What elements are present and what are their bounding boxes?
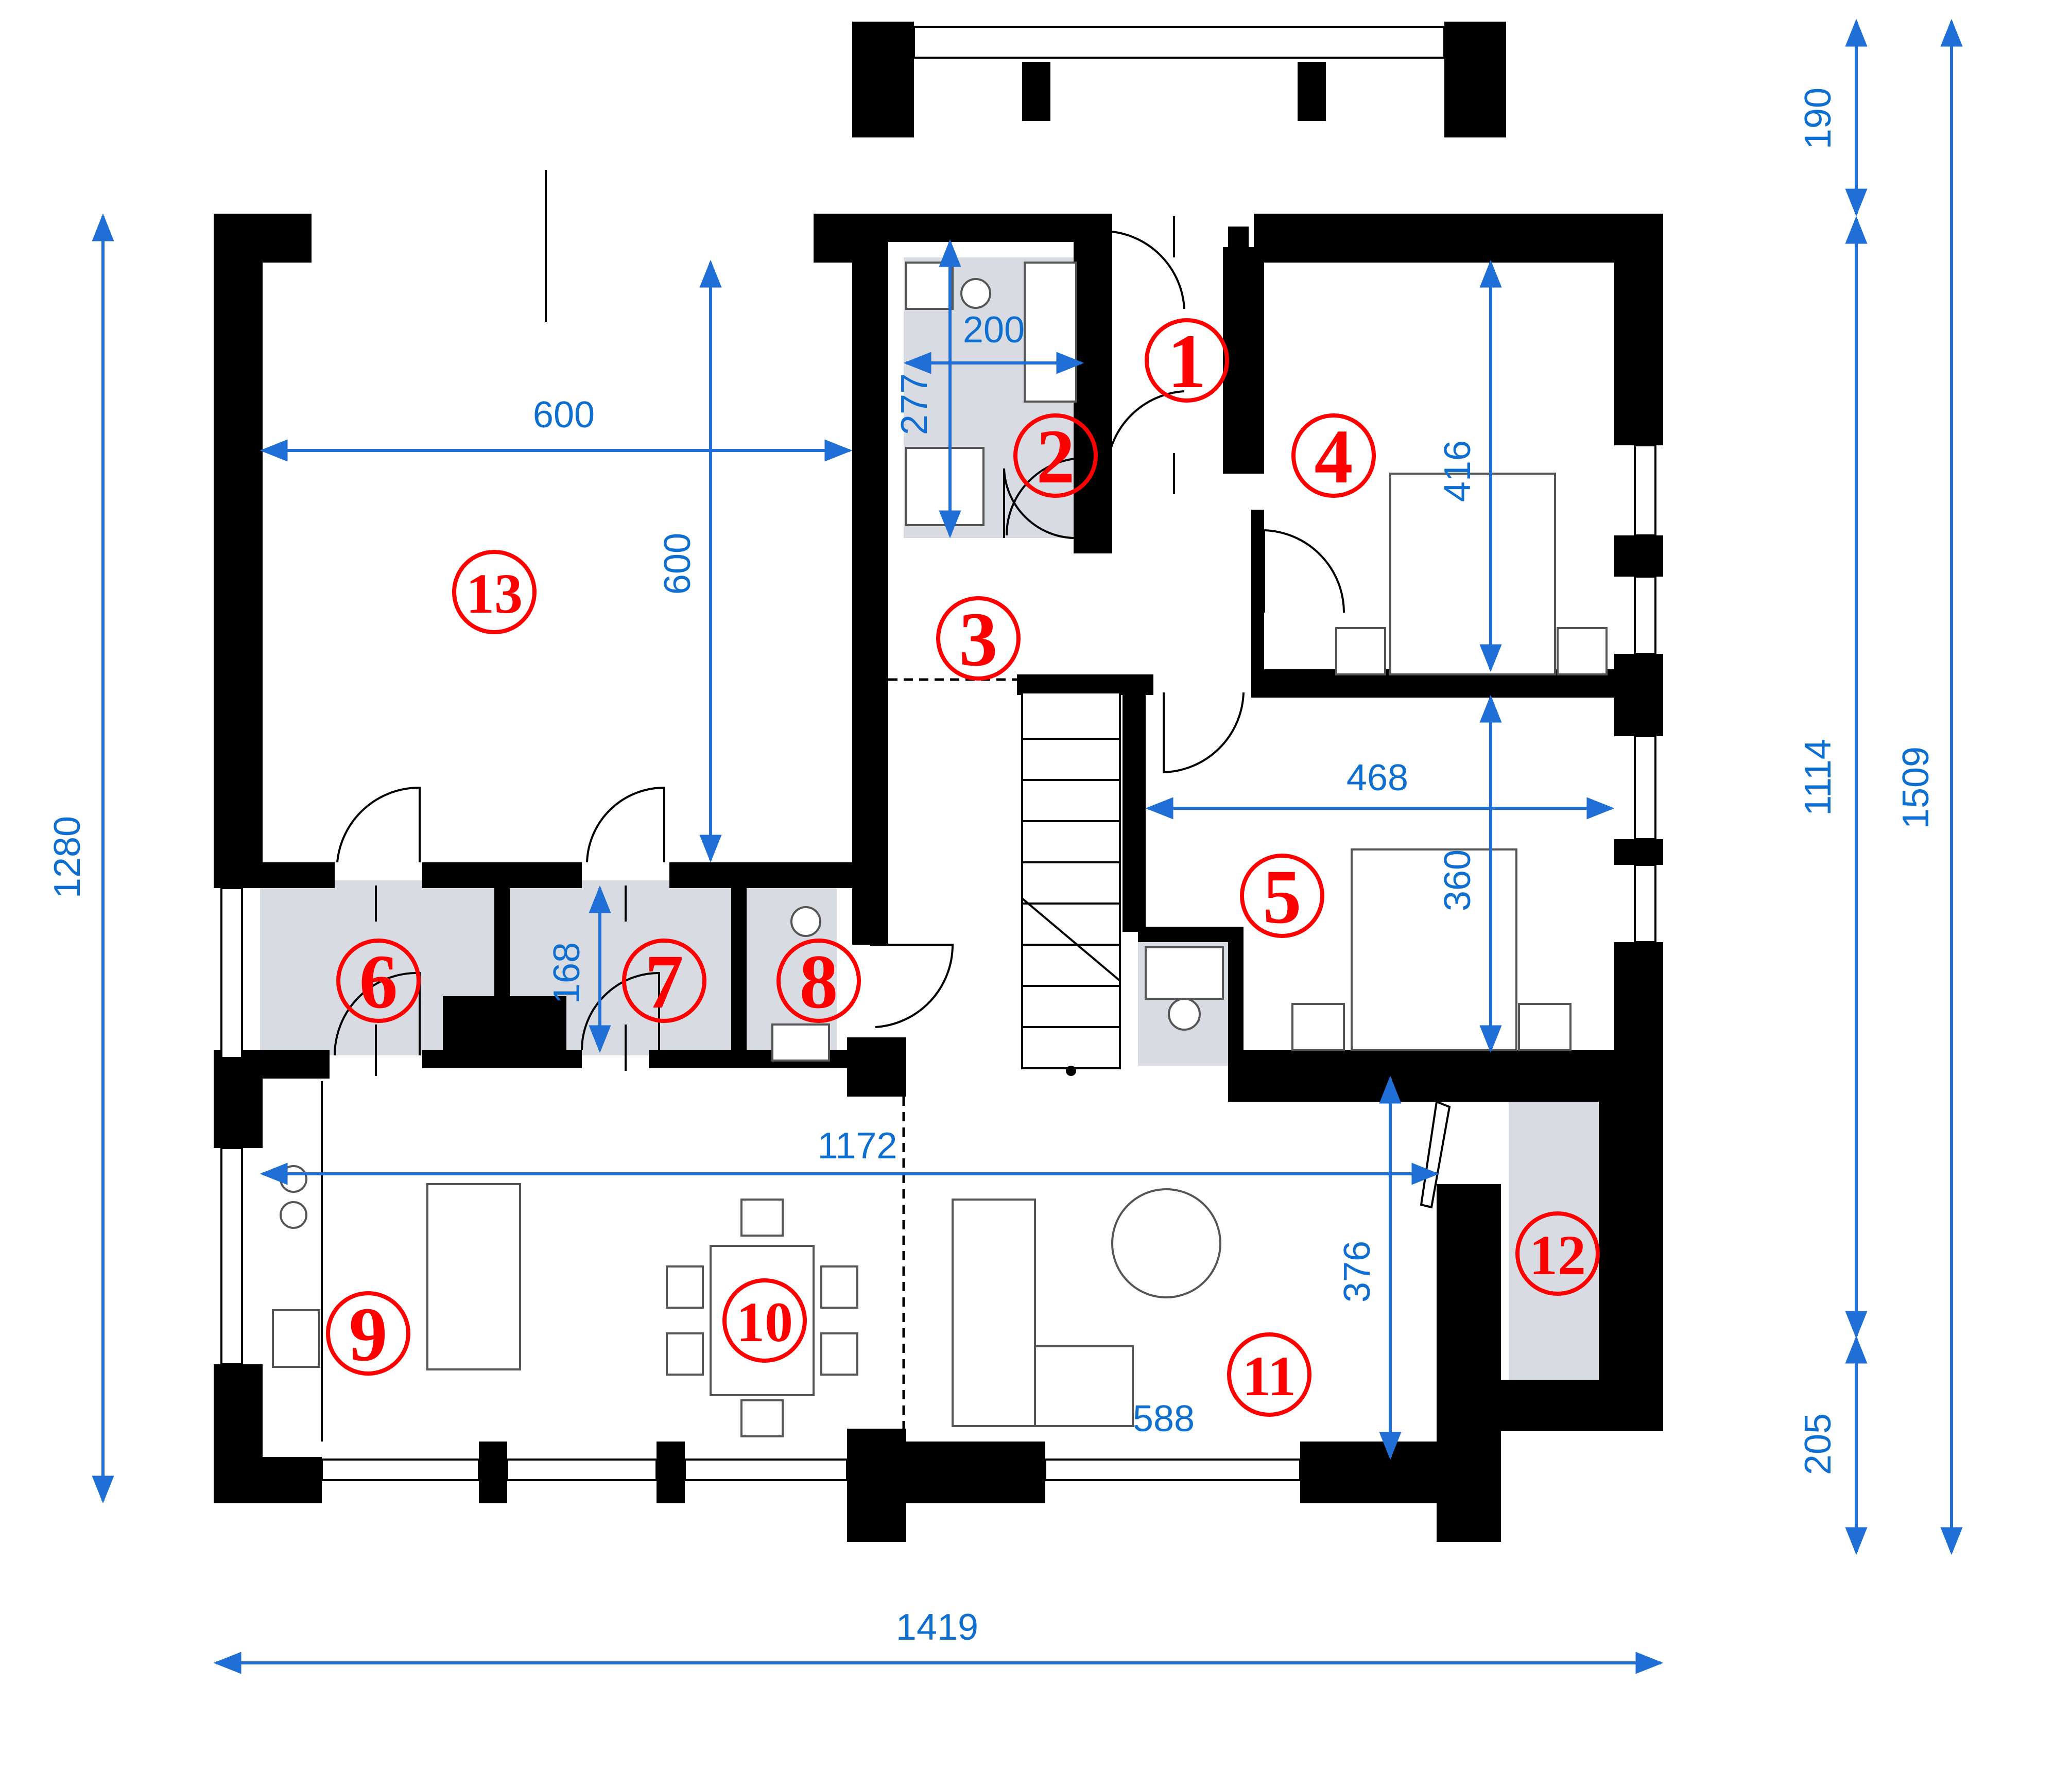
room-marker-4: 4 bbox=[1291, 413, 1376, 499]
room-markers: 1 2 3 4 5 6 7 8 bbox=[326, 318, 1600, 1417]
dim-right-middle: 1114 bbox=[1798, 739, 1839, 815]
dim-storage-height: 168 bbox=[546, 942, 588, 1004]
dim-room13-width: 600 bbox=[533, 394, 595, 436]
dim-overall-height-left: 1280 bbox=[47, 816, 88, 898]
dim-living-height: 376 bbox=[1337, 1241, 1378, 1303]
room-marker-6: 6 bbox=[336, 939, 421, 1025]
room-marker-13: 13 bbox=[452, 550, 537, 634]
svg-text:3: 3 bbox=[959, 597, 998, 682]
svg-text:4: 4 bbox=[1315, 414, 1353, 499]
dimension-lines bbox=[92, 19, 1963, 1674]
svg-text:1: 1 bbox=[1168, 319, 1206, 404]
room-marker-7: 7 bbox=[622, 939, 706, 1025]
dim-sofa-length: 588 bbox=[1133, 1398, 1195, 1439]
room-marker-10: 10 bbox=[722, 1278, 807, 1363]
room-marker-1: 1 bbox=[1145, 318, 1229, 404]
dim-bedroom5-height: 360 bbox=[1437, 849, 1478, 911]
svg-text:7: 7 bbox=[645, 939, 684, 1025]
dim-room13-height: 600 bbox=[657, 533, 698, 595]
dim-bedroom5-width: 468 bbox=[1346, 757, 1408, 798]
svg-text:10: 10 bbox=[736, 1291, 793, 1353]
dim-overall-width: 1419 bbox=[896, 1607, 978, 1648]
dim-right-top: 190 bbox=[1798, 88, 1839, 149]
dim-bedroom4-height: 416 bbox=[1437, 440, 1478, 502]
room-marker-12: 12 bbox=[1515, 1211, 1600, 1296]
svg-text:11: 11 bbox=[1242, 1345, 1296, 1408]
room-marker-8: 8 bbox=[776, 939, 861, 1025]
windows bbox=[220, 170, 1656, 1481]
room-marker-2: 2 bbox=[1013, 413, 1098, 499]
room-marker-9: 9 bbox=[326, 1291, 410, 1377]
dashed-partitions bbox=[888, 678, 1017, 1429]
top-structure bbox=[852, 22, 1506, 137]
room-marker-3: 3 bbox=[936, 596, 1021, 682]
svg-text:9: 9 bbox=[349, 1292, 388, 1377]
dim-bath-height: 277 bbox=[894, 373, 935, 435]
svg-text:12: 12 bbox=[1529, 1224, 1586, 1287]
dim-right-bottom: 205 bbox=[1798, 1413, 1839, 1475]
staircase bbox=[1021, 691, 1121, 1076]
svg-text:6: 6 bbox=[359, 939, 398, 1025]
dim-bath-width: 200 bbox=[963, 309, 1025, 351]
svg-text:8: 8 bbox=[800, 939, 838, 1025]
svg-text:13: 13 bbox=[466, 562, 523, 625]
svg-text:5: 5 bbox=[1263, 854, 1302, 940]
walls bbox=[214, 214, 1663, 1542]
dim-living-width: 1172 bbox=[818, 1125, 897, 1167]
svg-text:2: 2 bbox=[1037, 414, 1075, 499]
room-marker-5: 5 bbox=[1240, 854, 1324, 940]
dim-right-total: 1509 bbox=[1895, 746, 1937, 829]
room-marker-11: 11 bbox=[1227, 1332, 1311, 1417]
